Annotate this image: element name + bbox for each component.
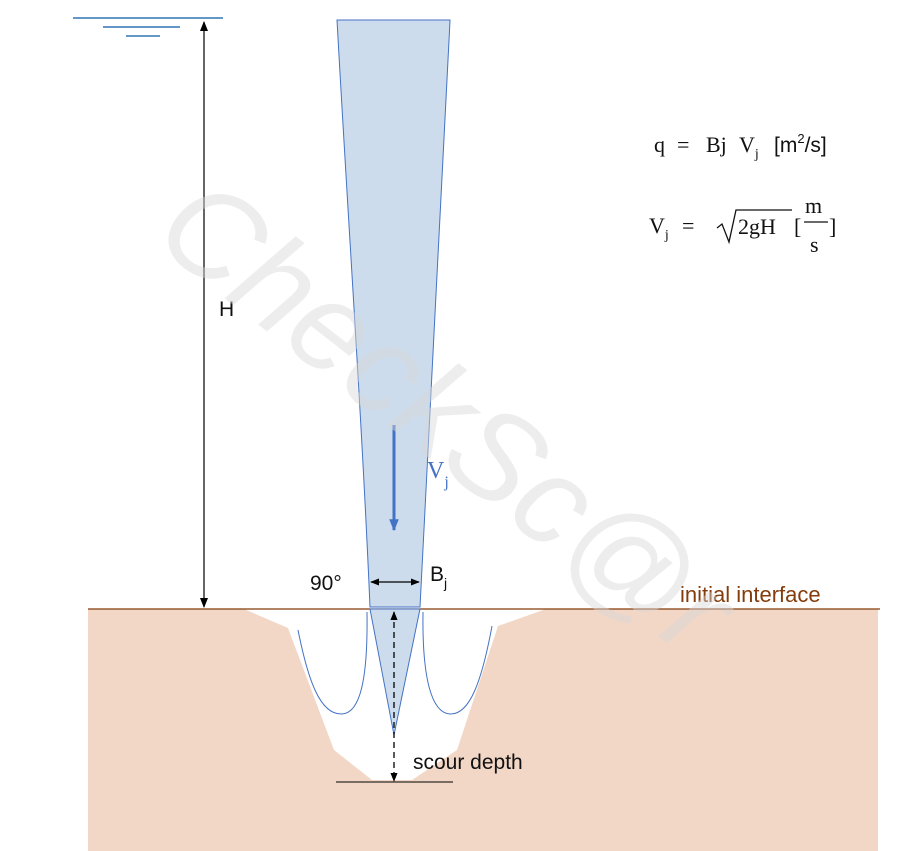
svg-text:m: m <box>805 193 822 218</box>
svg-text:=: = <box>682 213 694 238</box>
head-label: H <box>219 298 234 321</box>
svg-text:q: q <box>654 132 665 157</box>
svg-text:[: [ <box>794 214 801 239</box>
svg-text:=: = <box>677 132 689 157</box>
jet <box>336 19 451 608</box>
velocity-label: Vj <box>427 458 449 491</box>
jet-width-label: Bj <box>430 563 447 591</box>
soil-bed <box>88 609 878 851</box>
water-surface-symbol <box>73 17 223 37</box>
watermark: CheckSc@r <box>133 149 764 686</box>
svg-text:Vj: Vj <box>739 132 759 162</box>
svg-text:2gH: 2gH <box>738 214 776 239</box>
eddy-right <box>422 611 493 715</box>
jet-cone <box>369 608 421 736</box>
velocity-equation: Vj = 2gH [ m s ] <box>649 193 836 257</box>
discharge-equation: q = Bj Vj [m2/s] <box>654 131 827 162</box>
svg-text:Vj: Vj <box>649 213 669 243</box>
angle-label: 90° <box>310 572 342 595</box>
radical-sign <box>716 209 792 245</box>
scour-depth-label: scour depth <box>413 751 523 774</box>
svg-text:]: ] <box>829 214 836 239</box>
svg-text:Bj: Bj <box>706 132 727 157</box>
svg-text:s: s <box>810 232 819 257</box>
eddy-left <box>297 611 368 715</box>
initial-interface-label: initial interface <box>680 582 821 607</box>
svg-text:[m2/s]: [m2/s] <box>774 131 827 157</box>
